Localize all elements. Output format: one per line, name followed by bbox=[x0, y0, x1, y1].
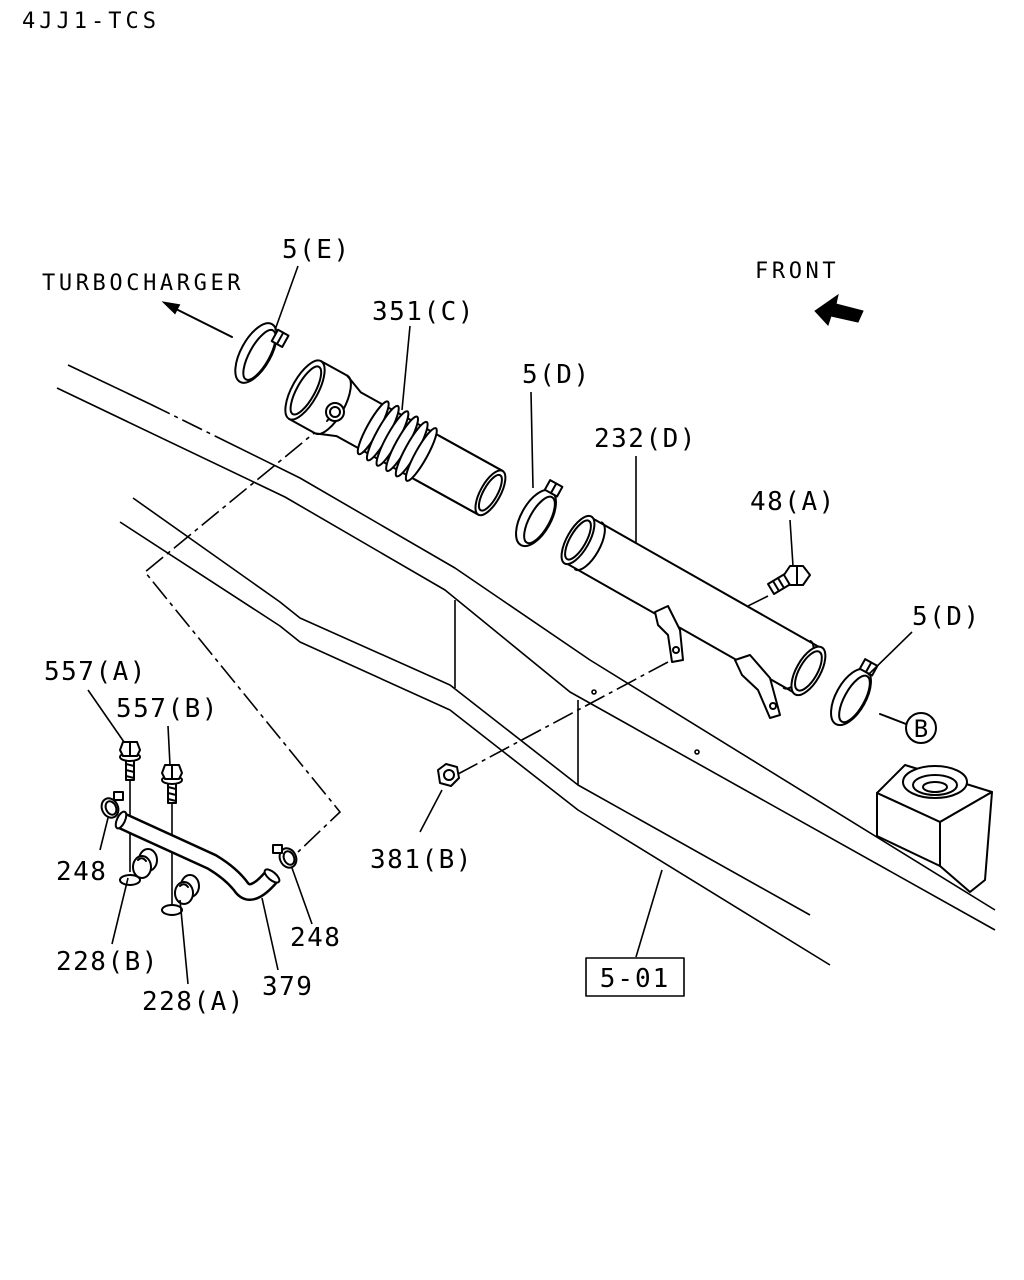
reference-b-label: B bbox=[914, 715, 928, 743]
pipe-bracket bbox=[654, 605, 684, 663]
clip-228b bbox=[119, 848, 158, 886]
bolt-557b bbox=[161, 764, 183, 905]
callout-351c: 351(C) bbox=[372, 297, 475, 327]
pipe-fitting bbox=[325, 402, 345, 422]
callout-228a: 228(A) bbox=[142, 987, 245, 1017]
front-label: FRONT bbox=[755, 259, 839, 284]
section-ref-box: 5-01 bbox=[585, 957, 685, 997]
clamp-5d-lower bbox=[830, 658, 879, 727]
callout-5d-lower: 5(D) bbox=[912, 602, 981, 632]
clip-228a bbox=[161, 874, 200, 916]
nut-381b bbox=[437, 763, 460, 787]
pipe-bracket bbox=[734, 654, 781, 719]
bolt-48a bbox=[767, 565, 811, 595]
callout-48a: 48(A) bbox=[750, 487, 836, 517]
callout-leaders bbox=[87, 265, 913, 985]
turbocharger-label: TURBOCHARGER bbox=[42, 271, 244, 296]
reference-b: B bbox=[879, 712, 937, 744]
clamp-5e bbox=[234, 322, 290, 384]
callout-248-left: 248 bbox=[56, 857, 107, 887]
pipe-232d bbox=[560, 514, 827, 697]
hose-379 bbox=[114, 810, 281, 901]
section-ref-label: 5-01 bbox=[600, 964, 671, 994]
frame-mark bbox=[694, 749, 700, 755]
callout-248-right: 248 bbox=[290, 923, 341, 953]
chassis-frame bbox=[56, 364, 996, 966]
pipe-351c bbox=[284, 359, 507, 517]
callout-379: 379 bbox=[262, 972, 313, 1002]
callout-557a: 557(A) bbox=[44, 657, 147, 687]
assembly-lines bbox=[143, 419, 769, 853]
clamp-248-left bbox=[100, 791, 124, 819]
callout-5d-upper: 5(D) bbox=[522, 360, 591, 390]
callout-232d: 232(D) bbox=[594, 424, 697, 454]
callout-381b: 381(B) bbox=[370, 845, 473, 875]
model-code: 4JJ1-TCS bbox=[22, 9, 160, 34]
frame-mark bbox=[591, 689, 597, 695]
front-arrow-icon bbox=[814, 293, 864, 326]
callout-557b: 557(B) bbox=[116, 694, 219, 724]
bolt-557a bbox=[119, 741, 141, 872]
callout-5e: 5(E) bbox=[282, 235, 351, 265]
clamp-5d-upper bbox=[515, 479, 564, 548]
tank bbox=[876, 764, 993, 893]
turbocharger-arrow-icon bbox=[161, 301, 233, 338]
clamp-248-right bbox=[272, 844, 298, 869]
callout-228b: 228(B) bbox=[56, 947, 159, 977]
